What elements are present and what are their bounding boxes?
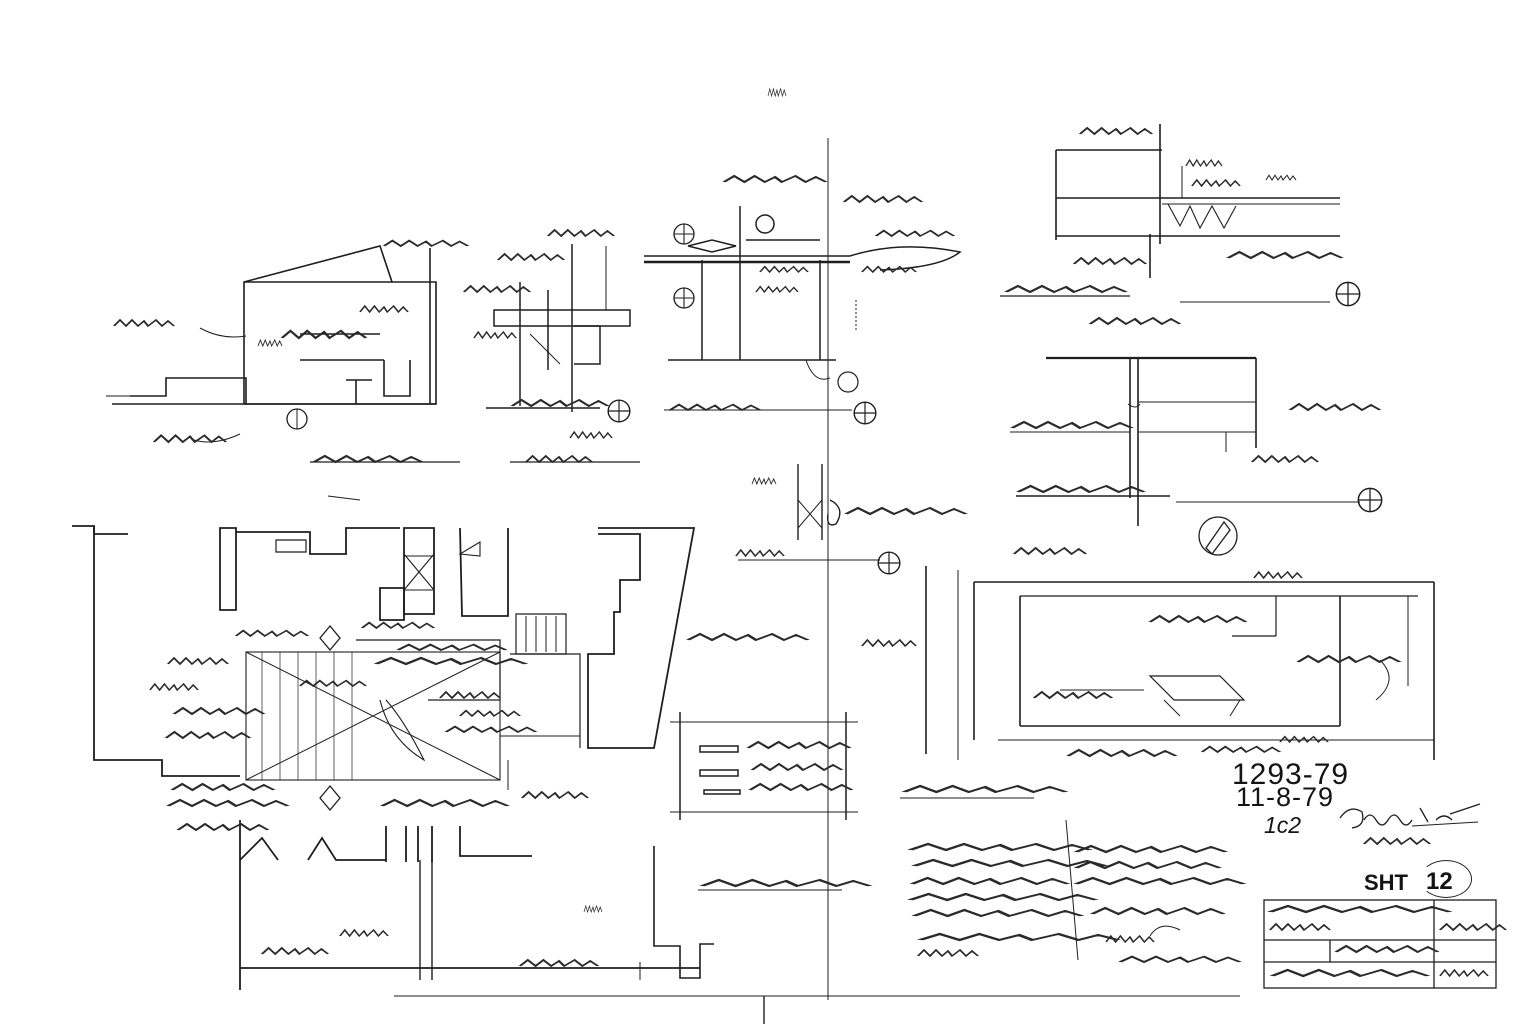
drawing-date: 11-8-79 <box>1236 782 1335 812</box>
title-block <box>1263 899 1508 989</box>
floor-plan <box>72 525 1240 1024</box>
wall-detail <box>734 464 966 575</box>
north-arrow-icon <box>1198 516 1238 556</box>
section-detail-center-left <box>462 228 631 440</box>
page-indicator: 1c2 <box>1264 812 1302 838</box>
signature-scribble <box>1339 803 1481 846</box>
cabinet-detail <box>670 712 1066 891</box>
sheet-label: SHT <box>1364 870 1408 895</box>
project-number: 1293-79 <box>1232 758 1350 791</box>
general-notes <box>910 819 1244 962</box>
section-detail-right <box>1010 318 1383 526</box>
section-detail-center <box>644 87 962 1000</box>
section-detail-left <box>106 241 640 501</box>
room-elevation <box>688 546 1435 760</box>
sheet-number-circle <box>1420 860 1472 898</box>
section-detail-top-right <box>1000 124 1361 307</box>
